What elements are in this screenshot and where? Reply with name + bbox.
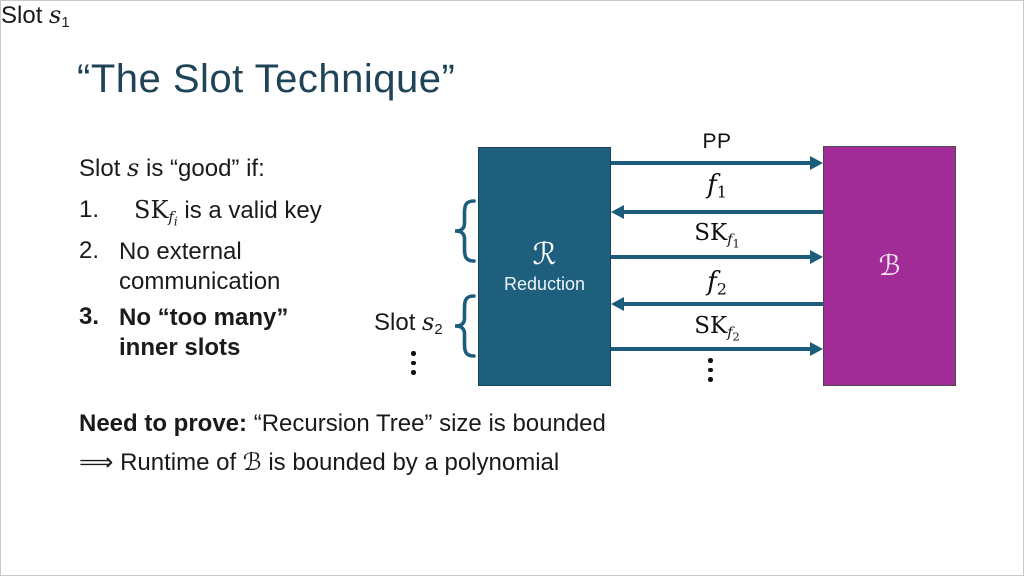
f1-sub: 1 <box>716 182 727 202</box>
skf1-subsub: 1 <box>732 236 740 251</box>
slot-1-sub: 1 <box>61 15 70 32</box>
skf2-subsub: 2 <box>732 329 740 344</box>
list-item-3: No “too many” inner slots <box>119 304 289 361</box>
skf1-sub: f <box>727 231 733 248</box>
conclusion-pre: ⟹ Runtime of <box>79 449 243 476</box>
list-item-2-number: 2. <box>79 237 100 264</box>
need-to-prove-line: Need to prove: “Recursion Tree” size is … <box>79 410 606 438</box>
skf1-base: SK <box>694 220 728 246</box>
message-label-skf1: SKf1 <box>694 219 739 250</box>
list-item-3-number: 3. <box>79 303 100 330</box>
slots-ellipsis <box>411 351 416 375</box>
adversary-box: ℬ <box>823 146 956 386</box>
slot-2-var: s <box>422 308 435 336</box>
need-to-prove-rest: “Recursion Tree” size is bounded <box>247 410 606 437</box>
list-item-1: SKfi is a valid key <box>134 196 322 229</box>
message-label-f2: f2 <box>707 266 727 299</box>
conclusion-post: is bounded by a polynomial <box>261 449 560 476</box>
reduction-box: ℛ Reduction <box>478 147 611 386</box>
f2-sub: 2 <box>716 279 727 299</box>
sk-key-base: SK <box>134 196 169 224</box>
slide-title: “The Slot Technique” <box>77 57 456 101</box>
slot-variable: s <box>127 154 140 182</box>
slot-2-pre: Slot <box>374 309 423 336</box>
adversary-symbol-inline: ℬ <box>242 448 262 476</box>
list-item-2: No external communication <box>119 238 281 295</box>
reduction-label: Reduction <box>503 274 586 294</box>
slot-1-label: Slot s1 <box>1 1 70 31</box>
intro-post: is “good” if: <box>139 155 265 182</box>
skf2-arrow-right-icon <box>611 342 823 356</box>
sk-key-subsub: i <box>173 214 178 229</box>
f2-base: f <box>707 267 717 297</box>
skf1-arrow-right-icon <box>611 250 823 264</box>
f2-arrow-left-icon <box>611 297 823 311</box>
message-label-skf2: SKf2 <box>694 312 739 343</box>
list-item-1-number: 1. <box>79 196 100 223</box>
f1-base: f <box>707 170 717 200</box>
f1-arrow-left-icon <box>611 205 823 219</box>
conclusion-line: ⟹ Runtime of ℬ is bounded by a polynomia… <box>79 448 559 477</box>
intro-pre: Slot <box>79 155 128 182</box>
skf2-base: SK <box>694 313 728 339</box>
message-label-f1: f1 <box>707 169 727 202</box>
skf2-sub: f <box>727 324 733 341</box>
pp-arrow-right-icon <box>611 156 823 170</box>
list-item-1-text: is a valid key <box>177 197 322 224</box>
slot-2-sub: 2 <box>434 322 443 339</box>
adversary-symbol: ℬ <box>878 248 901 282</box>
intro-line: Slot s is “good” if: <box>79 154 265 183</box>
slot-1-brace-icon <box>454 199 476 263</box>
slot-2-label: Slot s2 <box>374 308 443 338</box>
messages-ellipsis <box>708 358 713 382</box>
slot-1-var: s <box>49 1 62 29</box>
message-label-pp: PP <box>702 130 732 153</box>
slot-1-pre: Slot <box>1 2 50 29</box>
sk-key-sub: f <box>168 208 174 227</box>
reduction-symbol: ℛ <box>532 237 557 272</box>
need-to-prove-lead: Need to prove: <box>79 410 248 437</box>
slot-2-brace-icon <box>454 294 476 358</box>
